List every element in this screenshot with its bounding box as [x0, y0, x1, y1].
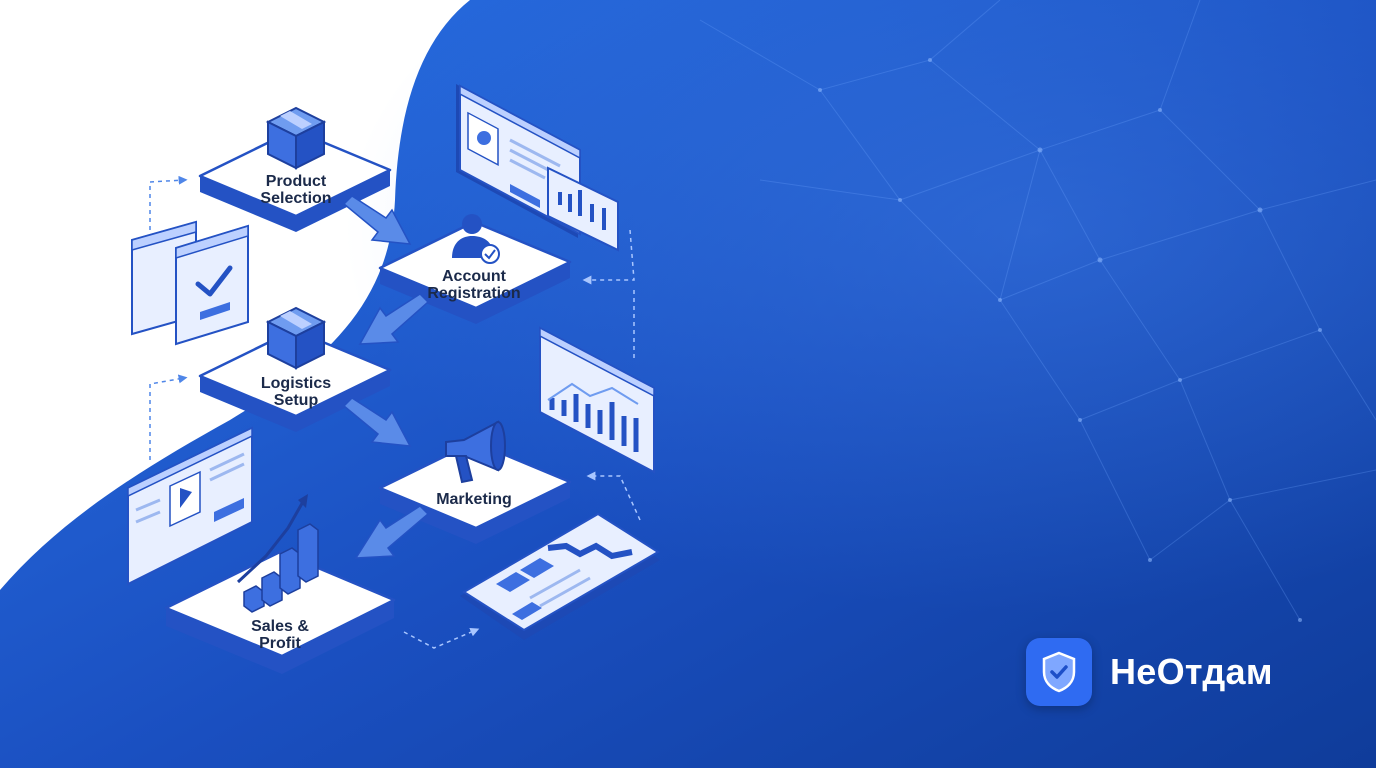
step-label-line: Selection: [260, 190, 332, 207]
network-dots: [818, 58, 1322, 622]
step-label-line: Profit: [259, 635, 301, 652]
step-label-line: Account: [442, 268, 506, 285]
flow-arrow: [358, 293, 430, 345]
step-label-product-selection: Product Selection: [206, 173, 386, 207]
bar-chart-screen-small: [547, 166, 619, 252]
megaphone-icon: [445, 420, 506, 484]
growth-chart-icon: [236, 494, 319, 613]
step-label-account-registration: Account Registration: [384, 268, 564, 302]
user-check-icon: [452, 214, 500, 264]
tile-account-registration: [378, 220, 572, 324]
step-label-marketing: Marketing: [384, 491, 564, 508]
dashed-connector: [403, 229, 641, 649]
box-icon: [265, 306, 327, 370]
brand-name: НеОтдам: [1110, 651, 1273, 692]
dashed-connector: [149, 175, 188, 460]
brand-logo: НеОтдам: [1026, 638, 1273, 706]
tile-product-selection: [198, 128, 392, 232]
step-label-line: Setup: [273, 392, 319, 409]
flow-arrow: [354, 505, 430, 559]
tablet-panel: [460, 512, 660, 640]
shield-check-icon: [1026, 638, 1092, 706]
step-label-line: Registration: [427, 285, 521, 302]
step-label-line: Product: [265, 173, 327, 190]
flow-arrow: [342, 397, 412, 447]
box-icon: [265, 106, 327, 170]
step-label-sales-profit: Sales & Profit: [190, 618, 370, 652]
step-label-logistics-setup: Logistics Setup: [206, 375, 386, 409]
analytics-screen-panel: [539, 326, 655, 474]
video-screen-panel: [127, 426, 253, 586]
tile-logistics-setup: [198, 328, 392, 432]
checklist-screen-panel: [131, 220, 249, 346]
step-label-line: Logistics: [260, 375, 332, 392]
step-label-line: Marketing: [436, 491, 512, 508]
flow-arrow: [342, 195, 412, 245]
tile-marketing: [378, 440, 572, 544]
tile-sales-profit: [164, 550, 396, 674]
step-label-line: Sales &: [251, 618, 309, 635]
